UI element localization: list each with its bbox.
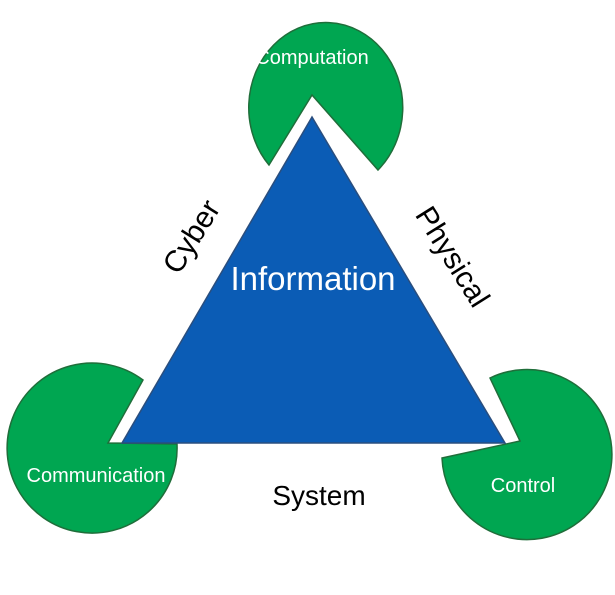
communication-label: Communication (27, 465, 166, 487)
information-triangle (120, 115, 507, 444)
computation-node (248, 21, 404, 172)
computation-label: Computation (255, 47, 368, 69)
information-label: Information (230, 260, 395, 297)
control-label: Control (491, 475, 555, 497)
physical-label: Physical (408, 201, 495, 313)
cyber-label: Cyber (157, 194, 227, 279)
control-node (441, 368, 613, 541)
communication-node (6, 362, 178, 534)
system-label: System (272, 480, 365, 511)
